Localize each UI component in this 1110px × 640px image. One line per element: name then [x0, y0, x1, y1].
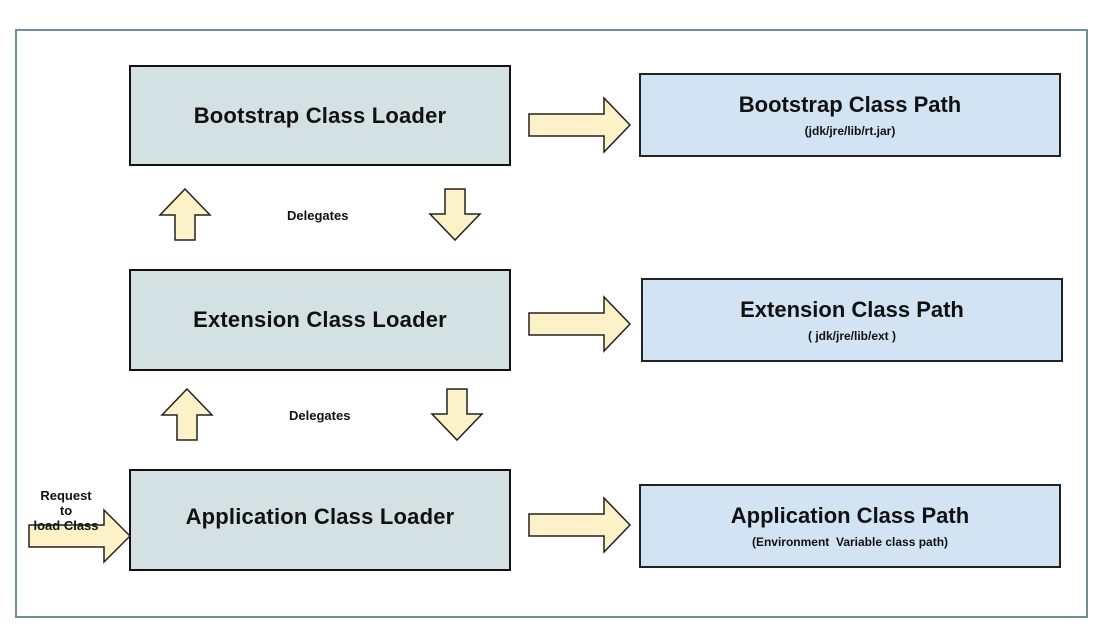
application-class-path-title: Application Class Path — [730, 503, 970, 528]
extension-class-loader-box: Extension Class Loader — [129, 269, 511, 371]
bootstrap-class-path-title: Bootstrap Class Path — [738, 92, 962, 117]
request-label-line3: load Class — [33, 518, 99, 533]
application-class-loader-title: Application Class Loader — [185, 504, 455, 529]
bootstrap-class-loader-box: Bootstrap Class Loader — [129, 65, 511, 166]
diagram-frame — [15, 29, 1088, 618]
bootstrap-class-path-subtitle: (jdk/jre/lib/rt.jar) — [804, 124, 896, 138]
up-arrow-icon — [158, 187, 212, 241]
extension-class-loader-title: Extension Class Loader — [193, 307, 447, 332]
request-arrow-icon — [28, 508, 132, 564]
extension-class-path-box: Extension Class Path ( jdk/jre/lib/ext ) — [641, 278, 1063, 362]
request-label: Request to load Class — [21, 488, 111, 534]
bootstrap-class-path-box: Bootstrap Class Path (jdk/jre/lib/rt.jar… — [639, 73, 1061, 157]
right-arrow-icon — [528, 496, 632, 554]
extension-class-path-title: Extension Class Path — [740, 297, 964, 322]
right-arrow-icon — [528, 96, 632, 154]
request-label-line2: to — [59, 503, 73, 518]
application-class-path-box: Application Class Path (Environment Vari… — [639, 484, 1061, 568]
right-arrow-icon — [528, 295, 632, 353]
extension-class-path-subtitle: ( jdk/jre/lib/ext ) — [807, 329, 897, 343]
application-class-path-subtitle: (Environment Variable class path) — [751, 535, 949, 549]
up-arrow-icon — [160, 387, 214, 441]
delegates-label: Delegates — [287, 208, 349, 223]
down-arrow-icon — [430, 388, 484, 442]
down-arrow-icon — [428, 188, 482, 242]
request-label-line1: Request — [40, 488, 92, 503]
application-class-loader-box: Application Class Loader — [129, 469, 511, 571]
bootstrap-class-loader-title: Bootstrap Class Loader — [193, 102, 447, 128]
delegates-label: Delegates — [289, 408, 351, 423]
